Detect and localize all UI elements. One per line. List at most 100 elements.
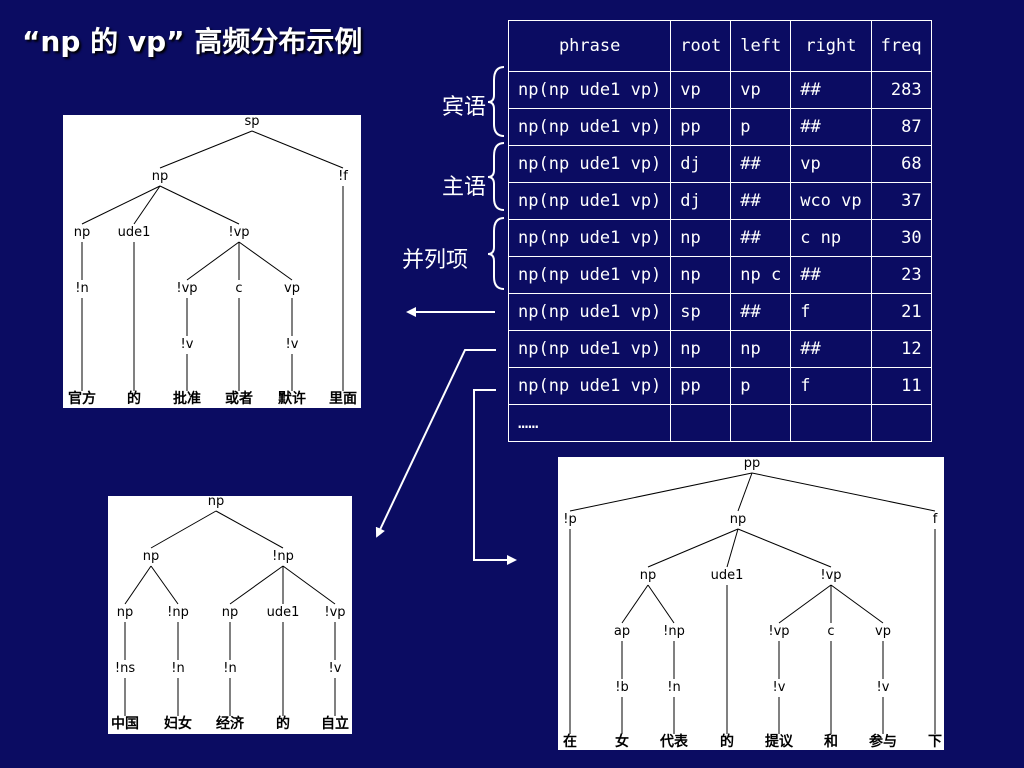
cell-freq: 37 xyxy=(870,182,932,220)
cell-root: pp xyxy=(670,367,732,405)
tree-leaf-word: 和 xyxy=(824,734,838,750)
cell-root xyxy=(670,404,732,442)
tree-leaf-word: 自立 xyxy=(321,715,349,732)
tree-leaf-word: 里面 xyxy=(329,391,357,407)
tree-leaf-word: 女 xyxy=(615,733,629,750)
cell-freq: 11 xyxy=(870,367,932,405)
tree-edge xyxy=(726,528,739,568)
cell-freq: 12 xyxy=(870,330,932,368)
cell-phrase: np(np ude1 vp) xyxy=(507,330,672,368)
cell-left: ## xyxy=(730,293,792,331)
tree-node-label: vp xyxy=(875,624,891,639)
tree-node-label: ude1 xyxy=(118,225,151,240)
tree-leaf-word: 的 xyxy=(276,715,290,732)
cell-freq: 23 xyxy=(870,256,932,294)
tree-leaf-word: 代表 xyxy=(659,733,689,750)
tree-node-label: ude1 xyxy=(267,605,300,620)
tree-edge xyxy=(282,565,336,605)
cell-right: f xyxy=(790,293,872,331)
cell-root: np xyxy=(670,330,732,368)
cell-phrase: np(np ude1 vp) xyxy=(507,256,672,294)
tree-edge xyxy=(751,472,936,512)
tree-leaf-word: 或者 xyxy=(225,390,253,407)
tree-edge xyxy=(229,565,284,605)
tree-edge xyxy=(150,510,217,549)
tree-leaf-word: 下 xyxy=(928,734,942,750)
tree-node-label: vp xyxy=(284,281,300,296)
cell-phrase: np(np ude1 vp) xyxy=(507,108,672,146)
tree-leaf-word: 官方 xyxy=(68,390,96,407)
tree-node-label: !np xyxy=(167,605,189,620)
cell-freq: 87 xyxy=(870,108,932,146)
tree-node-label: f xyxy=(933,512,938,527)
tree-edge xyxy=(647,584,675,624)
tree-edge xyxy=(133,185,161,225)
tree-node-label: !vp xyxy=(228,225,249,240)
tree-node-label: !v xyxy=(877,680,890,695)
cell-right: c np xyxy=(790,219,872,257)
cell-right: ## xyxy=(790,71,872,109)
cell-left: ## xyxy=(730,219,792,257)
tree-node-label: !v xyxy=(773,680,786,695)
cell-phrase: np(np ude1 vp) xyxy=(507,145,672,183)
tree-leaf-word: 参与 xyxy=(869,733,897,750)
cell-left: ## xyxy=(730,145,792,183)
cell-right: wco vp xyxy=(790,182,872,220)
tree-node-label: !n xyxy=(75,281,88,296)
cell-phrase: np(np ude1 vp) xyxy=(507,293,672,331)
cell-left: p xyxy=(730,367,792,405)
cell-root: dj xyxy=(670,145,732,183)
cell-freq xyxy=(870,404,932,442)
tree-edge xyxy=(621,584,649,624)
cell-freq: 68 xyxy=(870,145,932,183)
tree-node-label: sp xyxy=(244,115,259,129)
cell-root: pp xyxy=(670,108,732,146)
tree-node-label: !v xyxy=(329,661,342,676)
cell-right: ## xyxy=(790,330,872,368)
tree-edge xyxy=(159,130,253,169)
cell-root: np xyxy=(670,219,732,257)
cell-root: dj xyxy=(670,182,732,220)
tree-node-label: np xyxy=(730,512,747,527)
tree-leaf-word: 经济 xyxy=(216,715,245,732)
brace-coordinate xyxy=(487,217,505,290)
tree-node-label: !np xyxy=(272,549,294,564)
tree-node-label: !vp xyxy=(768,624,789,639)
tree-node-label: !f xyxy=(338,169,348,184)
tree-leaf-word: 中国 xyxy=(111,715,139,732)
cell-right: f xyxy=(790,367,872,405)
tree-leaf-word: 在 xyxy=(563,733,577,750)
slide-title: “np 的 vp” 高频分布示例 xyxy=(22,25,363,58)
tree-node-label: np xyxy=(117,605,134,620)
tree-node-label: c xyxy=(235,281,242,296)
cell-left xyxy=(730,404,792,442)
tree-leaf-word: 批准 xyxy=(173,390,201,407)
cell-left: ## xyxy=(730,182,792,220)
tree-edge xyxy=(150,565,179,605)
cell-phrase: np(np ude1 vp) xyxy=(507,219,672,257)
tree-edge xyxy=(737,472,753,512)
tree-node-label: !ns xyxy=(115,661,135,676)
tree-edge xyxy=(569,472,753,512)
phrase-frequency-table: phrase root left right freq np(np ude1 v… xyxy=(507,20,932,442)
cell-root: vp xyxy=(670,71,732,109)
cell-left: np c xyxy=(730,256,792,294)
tree-node-label: np xyxy=(222,605,239,620)
cell-phrase: np(np ude1 vp) xyxy=(507,367,672,405)
tree-node-label: !n xyxy=(667,680,680,695)
cell-left: p xyxy=(730,108,792,146)
tree-edge xyxy=(830,584,884,624)
